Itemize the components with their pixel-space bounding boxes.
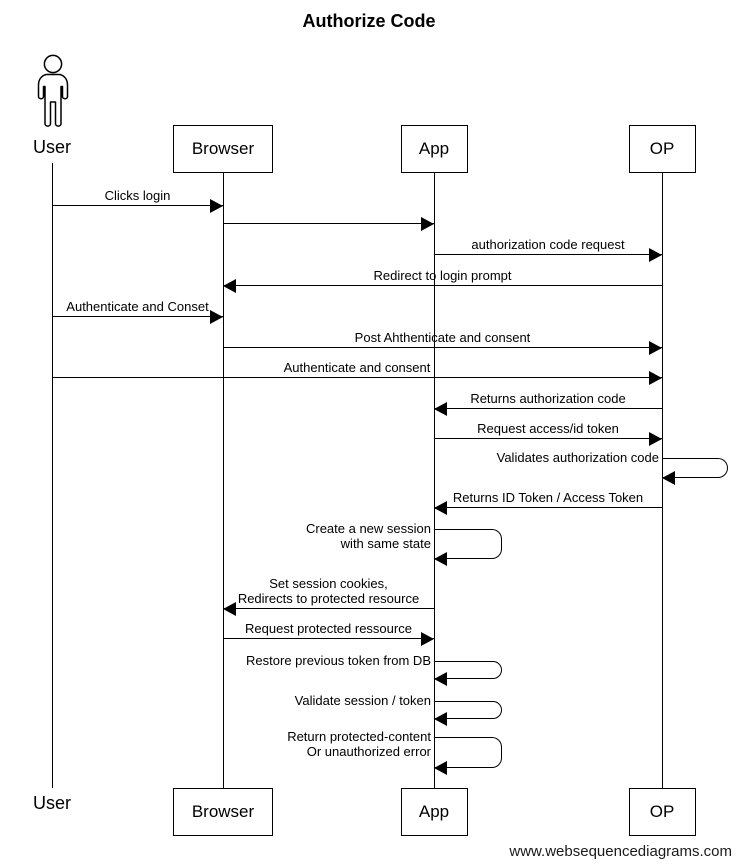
actor-name-user-top: User: [33, 137, 72, 157]
arrowhead-icon: [434, 761, 447, 775]
message-line-5: [223, 347, 662, 348]
message-line-4: [52, 316, 223, 317]
message-label: Set session cookies, Redirects to protec…: [237, 576, 420, 606]
arrowhead-icon: [223, 279, 236, 293]
message-line-2: [434, 254, 662, 255]
arrowhead-icon: [662, 471, 675, 485]
message-line-12: [223, 608, 434, 609]
actor-name-user-bottom: User: [33, 793, 72, 813]
arrowhead-icon: [649, 248, 662, 262]
arrowhead-icon: [434, 402, 447, 416]
actor-box-browser-top: Browser: [173, 125, 273, 173]
arrowhead-icon: [210, 310, 223, 324]
diagram-title: Authorize Code: [302, 11, 436, 31]
message-label: Request protected ressource: [245, 621, 412, 636]
arrowhead-icon: [210, 199, 223, 213]
message-label: Authenticate and Conset: [66, 299, 209, 314]
message-line-0: [52, 205, 223, 206]
arrowhead-icon: [434, 552, 447, 566]
message-line-1: [223, 223, 434, 224]
self-message-loop: [434, 661, 502, 679]
arrowhead-icon: [223, 602, 236, 616]
lifeline-browser: [223, 173, 224, 788]
actor-box-app-bottom: App: [400, 788, 468, 836]
lifeline-user: [52, 163, 53, 788]
message-line-10: [434, 507, 662, 508]
message-label: Returns ID Token / Access Token: [452, 490, 644, 505]
arrowhead-icon: [649, 432, 662, 446]
message-line-8: [434, 438, 662, 439]
self-message-loop: [662, 458, 728, 478]
lifeline-app: [434, 173, 435, 788]
arrowhead-icon: [434, 501, 447, 515]
self-message-loop: [434, 529, 502, 559]
message-line-3: [223, 285, 662, 286]
message-label: Request access/id token: [477, 421, 619, 436]
message-line-6: [52, 377, 662, 378]
arrowhead-icon: [434, 672, 447, 686]
message-line-7: [434, 408, 662, 409]
self-message-label: Create a new session with same state: [305, 521, 431, 551]
self-message-loop: [434, 701, 502, 719]
message-line-13: [223, 638, 434, 639]
person-icon: [37, 54, 69, 127]
arrowhead-icon: [434, 712, 447, 726]
self-message-label: Restore previous token from DB: [246, 653, 431, 668]
actor-box-app-top: App: [400, 125, 468, 173]
actor-box-op-top: OP: [628, 125, 696, 173]
message-label: Redirect to login prompt: [373, 268, 512, 283]
self-message-label: Validates authorization code: [496, 450, 659, 465]
message-label: Post Ahthenticate and consent: [354, 330, 531, 345]
message-label: authorization code request: [471, 237, 625, 252]
message-label: Returns authorization code: [470, 391, 626, 406]
arrowhead-icon: [649, 341, 662, 355]
self-message-label: Validate session / token: [294, 693, 431, 708]
watermark-link: www.websequencediagrams.com: [509, 843, 732, 860]
message-label: Clicks login: [104, 188, 171, 203]
arrowhead-icon: [421, 632, 434, 646]
actor-box-op-bottom: OP: [628, 788, 696, 836]
message-label: Authenticate and consent: [283, 360, 431, 375]
self-message-label: Return protected-content Or unauthorized…: [287, 729, 431, 759]
arrowhead-icon: [649, 371, 662, 385]
self-message-loop: [434, 737, 502, 768]
arrowhead-icon: [421, 217, 434, 231]
actor-box-browser-bottom: Browser: [173, 788, 273, 836]
